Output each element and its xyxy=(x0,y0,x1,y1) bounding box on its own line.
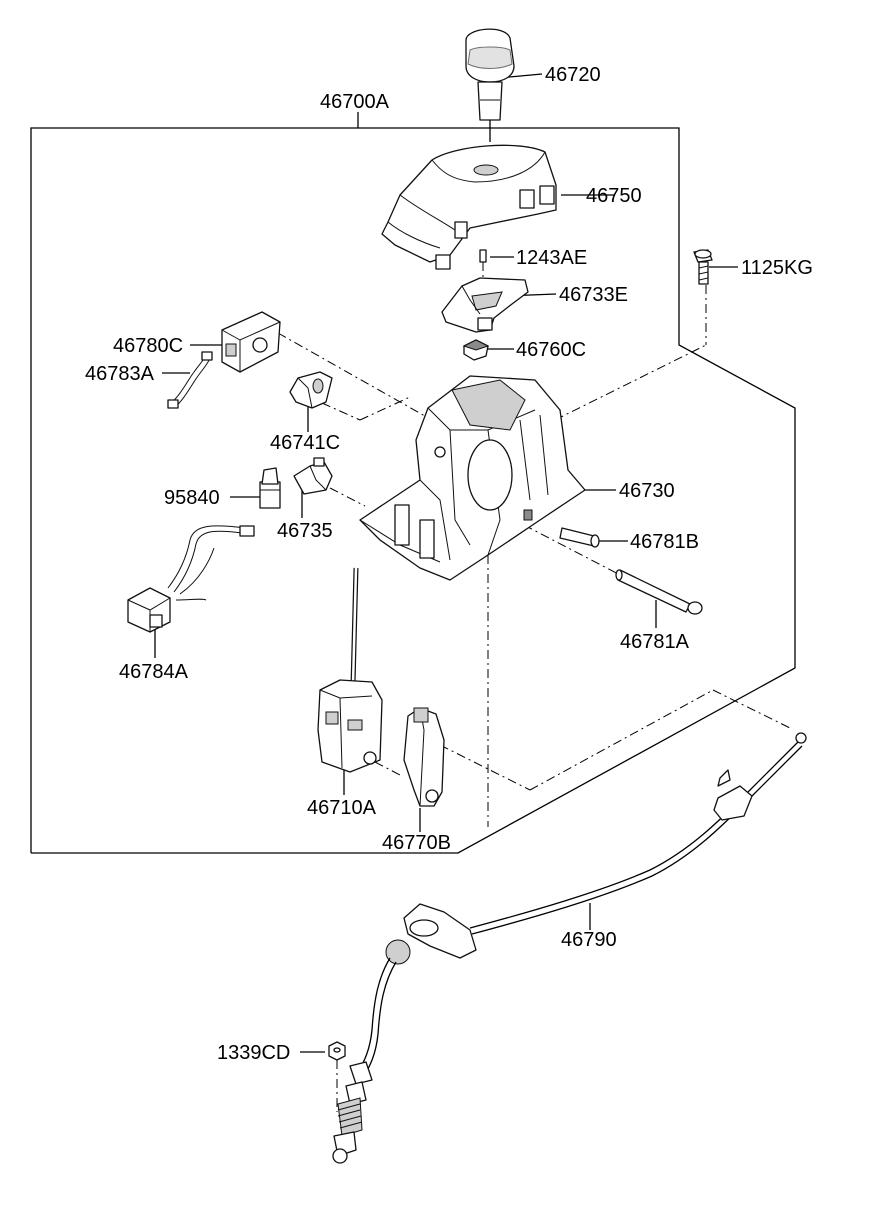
label-indicator-cover: 46750 xyxy=(586,185,642,207)
wiring-harness xyxy=(127,525,255,633)
label-assembly: 46700A xyxy=(320,91,390,113)
label-housing: 46730 xyxy=(619,480,675,502)
label-bracket: 46741C xyxy=(270,432,340,454)
switch xyxy=(259,467,281,509)
small-block xyxy=(462,339,490,361)
control-cable xyxy=(332,732,807,1164)
shift-lever xyxy=(317,567,383,773)
shift-plate xyxy=(441,277,529,333)
solenoid-unit xyxy=(221,311,281,373)
shifter-housing xyxy=(359,375,586,581)
shaft xyxy=(615,569,703,615)
shift-knob xyxy=(465,28,515,142)
label-sleeve: 46781B xyxy=(630,531,699,553)
label-detent: 46770B xyxy=(382,832,451,854)
label-nut: 1339CD xyxy=(217,1042,290,1064)
label-cable: 46790 xyxy=(561,929,617,951)
label-plate: 46733E xyxy=(559,284,628,306)
label-clip: 46735 xyxy=(277,520,333,542)
label-solenoid: 46780C xyxy=(113,335,183,357)
wire xyxy=(167,351,213,409)
label-harness: 46784A xyxy=(119,661,189,683)
bolt xyxy=(693,249,713,285)
label-wire: 46783A xyxy=(85,363,155,385)
assembly-outline xyxy=(30,127,796,854)
label-bolt: 1125KG xyxy=(741,257,813,279)
label-knob: 46720 xyxy=(545,64,601,86)
label-block: 46760C xyxy=(516,339,586,361)
bracket xyxy=(289,371,333,409)
indicator-cover xyxy=(381,144,557,270)
label-lever: 46710A xyxy=(307,797,377,819)
clip xyxy=(293,457,333,495)
nut xyxy=(328,1041,346,1061)
label-pin: 1243AE xyxy=(516,247,587,269)
detent-plate xyxy=(403,707,445,807)
sleeve xyxy=(559,527,600,548)
part-labels: 46700A 46720 46750 1243AE 46733E 1125KG … xyxy=(85,64,813,1064)
label-shaft: 46781A xyxy=(620,631,690,653)
pin xyxy=(479,249,487,263)
label-switch: 95840 xyxy=(164,487,220,509)
